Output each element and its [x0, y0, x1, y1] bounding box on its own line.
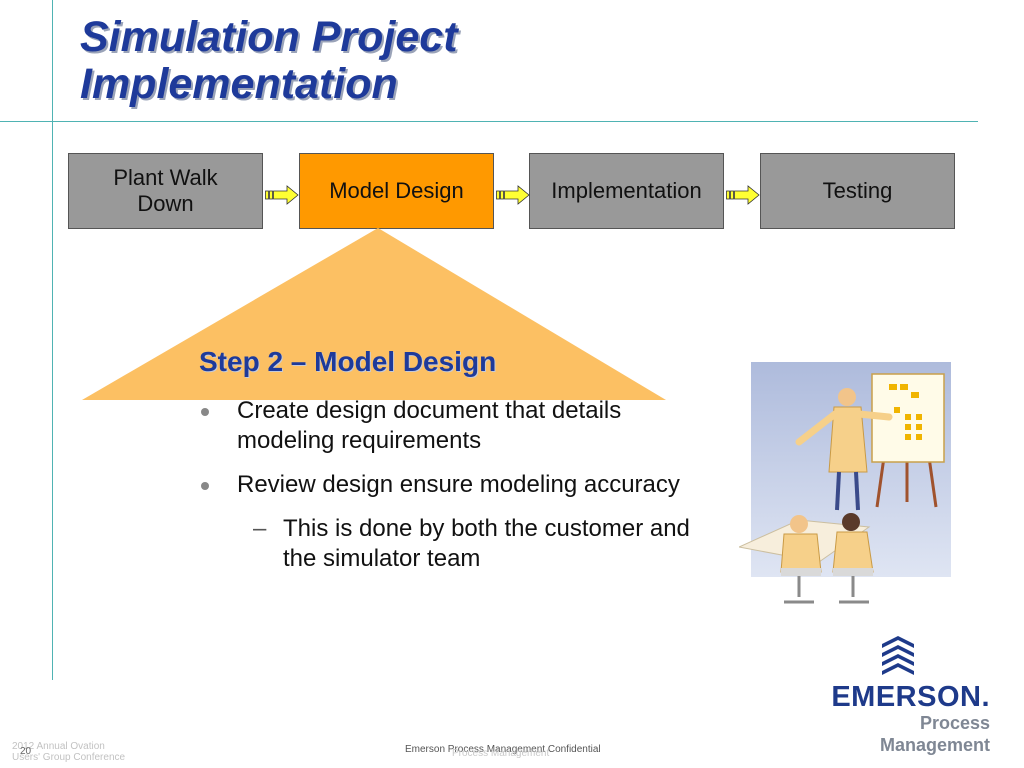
sub-bullet-item: – This is done by both the customer and … [199, 514, 719, 574]
bullet-dot-icon [201, 482, 209, 490]
sub-bullet-text: This is done by both the customer and th… [283, 515, 690, 572]
title-line-2: Implementation [80, 60, 398, 108]
footer-conference-line-2: Users' Group Conference [12, 752, 126, 763]
step-arrow-icon [265, 185, 299, 205]
step-heading: Step 2 – Model Design [199, 346, 497, 377]
footer-conference-line-1: 2012 Annual Ovation [12, 741, 105, 752]
footer-conference: 2012 Annual Ovation Users' Group Confere… [12, 741, 125, 763]
bullet-list: Create design document that details mode… [199, 396, 719, 574]
step-box-plant-walk-down: Plant Walk Down [68, 153, 263, 229]
slide-title: Simulation Project Implementation [80, 14, 458, 108]
step-box-implementation: Implementation [529, 153, 724, 229]
emerson-logo: EMERSON. Process Management [815, 682, 990, 756]
footer-confidential: Emerson Process Management Confidential [405, 744, 601, 755]
bullet-text: Review design ensure modeling accuracy [237, 471, 680, 498]
bullet-dot-icon [201, 408, 209, 416]
page-number: 20 [20, 746, 32, 757]
step-label: Plant Walk Down [113, 165, 218, 216]
step-label: Implementation [551, 178, 702, 203]
step-box-model-design: Model Design [299, 153, 494, 229]
emerson-logo-icon [882, 636, 914, 675]
bullet-text: Create design document that details mode… [237, 397, 622, 454]
logo-wordmark: EMERSON. [831, 681, 990, 713]
logo-division: Process Management [879, 713, 990, 755]
horizontal-rule [0, 121, 978, 122]
step-label: Testing [822, 178, 893, 203]
bullet-item: Create design document that details mode… [199, 396, 719, 456]
presentation-illustration [739, 362, 951, 604]
step-box-testing: Testing [760, 153, 955, 229]
callout-triangle [82, 228, 666, 400]
step-arrow-icon [496, 185, 530, 205]
footer-ghost-text: Process Management [452, 748, 550, 759]
vertical-rule [52, 0, 53, 680]
step-arrow-icon [726, 185, 760, 205]
step-label: Model Design [329, 178, 464, 203]
bullet-item: Review design ensure modeling accuracy [199, 470, 719, 500]
title-line-1: Simulation Project [80, 13, 458, 61]
sub-bullet-marker: – [253, 515, 267, 542]
